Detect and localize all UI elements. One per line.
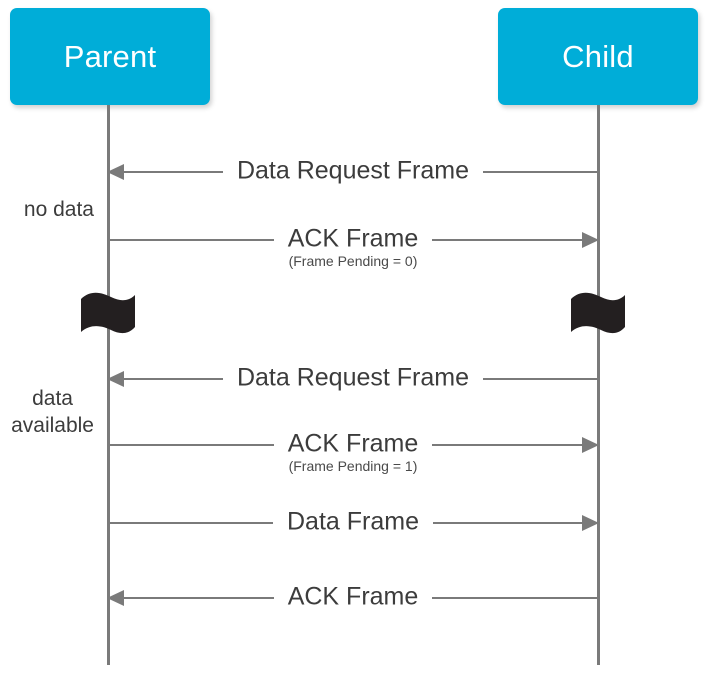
arrowhead-right-icon [582,515,599,531]
message-line [108,378,598,380]
message-line [108,171,598,173]
message-sublabel: (Frame Pending = 1) [288,458,418,474]
message-label-wrap: ACK Frame [108,584,598,622]
message-label-wrap: Data Request Frame [108,158,598,196]
message-line [108,444,598,446]
message-sublabel: (Frame Pending = 0) [288,253,418,269]
arrowhead-left-icon [107,371,124,387]
flag-break-icon-parent [79,291,137,337]
arrowhead-right-icon [582,437,599,453]
arrowhead-left-icon [107,164,124,180]
message-line [108,597,598,599]
side-note-data-available: data available [11,387,94,437]
flag-break-icon [81,292,135,334]
flag-break-icon [571,292,625,334]
participant-label-child: Child [562,39,634,74]
message-label-wrap: Data Frame [108,509,598,547]
arrowhead-right-icon [582,232,599,248]
participant-box-parent[interactable]: Parent [10,8,210,105]
lifeline-child [597,105,600,665]
message-line [108,522,598,524]
participant-box-child[interactable]: Child [498,8,698,105]
participant-label-parent: Parent [63,39,157,74]
flag-break-icon-child [569,291,627,337]
message-line [108,239,598,241]
side-note-no-data: no data [23,198,94,221]
arrowhead-left-icon [107,590,124,606]
message-label-wrap: Data Request Frame [108,365,598,403]
